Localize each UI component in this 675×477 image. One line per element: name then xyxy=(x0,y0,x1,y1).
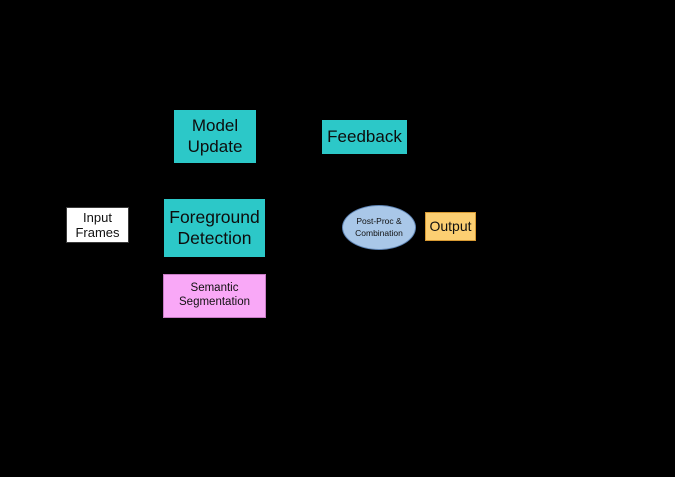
node-feedback[interactable]: Feedback xyxy=(322,120,407,154)
node-model-update[interactable]: Model Update xyxy=(174,110,256,163)
node-foreground-detection[interactable]: Foreground Detection xyxy=(164,199,265,257)
node-input-frames[interactable]: Input Frames xyxy=(66,207,129,243)
node-semantic-segmentation[interactable]: Semantic Segmentation xyxy=(163,274,266,318)
node-post-proc-combination[interactable]: Post-Proc & Combination xyxy=(342,205,416,250)
node-output[interactable]: Output xyxy=(425,212,476,241)
